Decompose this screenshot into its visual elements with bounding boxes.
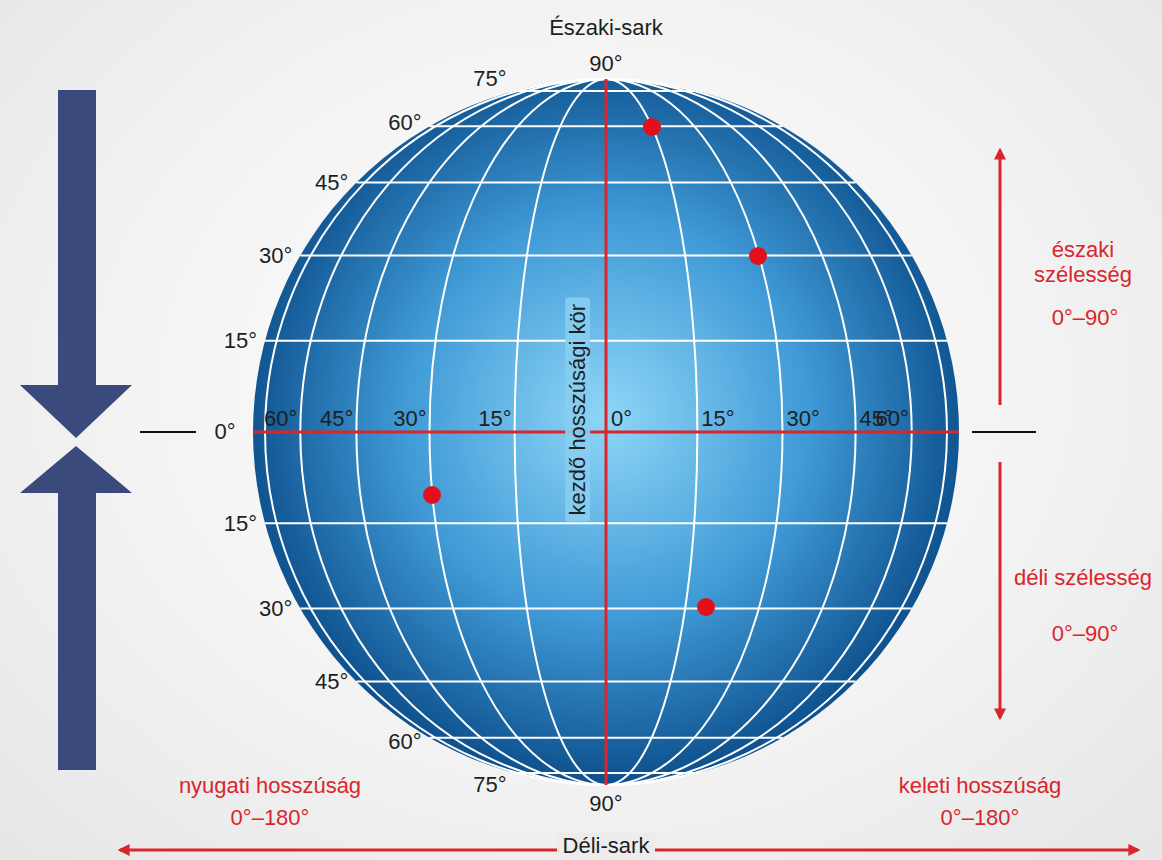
longitude-value: 15°: [478, 406, 511, 431]
latitude-value: 90°: [589, 51, 622, 76]
prime-meridian-name: kezdő hosszúsági kör: [565, 298, 590, 522]
latitude-value: 30°: [259, 243, 292, 268]
equator-pointer-arrows: [20, 90, 132, 770]
axis-name: keleti hosszúság: [899, 773, 1062, 798]
equator-line: [253, 431, 959, 434]
location-dots: [423, 118, 767, 616]
longitude-value: 0°: [611, 406, 632, 431]
latitude-value: 0°: [214, 419, 235, 444]
longitude-value: 30°: [787, 406, 820, 431]
longitude-value: 15°: [701, 406, 734, 431]
axis-range: 0°–90°: [1052, 305, 1119, 330]
axis-name: északi szélesség: [1008, 237, 1158, 288]
axis-range: 0°–180°: [941, 805, 1020, 830]
axis-name: nyugati hosszúság: [179, 773, 361, 798]
latitude-value: 15°: [224, 511, 257, 536]
longitude-value: 45°: [320, 406, 353, 431]
latitude-value: 30°: [259, 596, 292, 621]
latitude-value: 90°: [589, 791, 622, 816]
latitude-value: 45°: [315, 669, 348, 694]
latitude-value: 45°: [315, 170, 348, 195]
north-arrow: [999, 150, 1002, 405]
longitude-value: 60°: [875, 406, 908, 431]
latitude-value: 75°: [473, 772, 506, 797]
axis-range: 0°–90°: [1052, 621, 1119, 646]
latitude-value: 60°: [388, 110, 421, 135]
latitude-value: 60°: [388, 729, 421, 754]
axis-range: 0°–180°: [231, 805, 310, 830]
latitude-value: 15°: [224, 328, 257, 353]
longitude-value: 60°: [264, 406, 297, 431]
equator-tick: [140, 431, 196, 433]
axis-name: déli szélesség: [1008, 565, 1158, 590]
longitude-value: 30°: [393, 406, 426, 431]
equator-tick: [972, 431, 1036, 433]
south-arrow: [999, 462, 1002, 718]
pole-name: Északi-sark: [549, 15, 663, 40]
pole-name: Déli-sark: [557, 833, 656, 858]
latitude-value: 75°: [473, 66, 506, 91]
globe: [253, 79, 959, 785]
